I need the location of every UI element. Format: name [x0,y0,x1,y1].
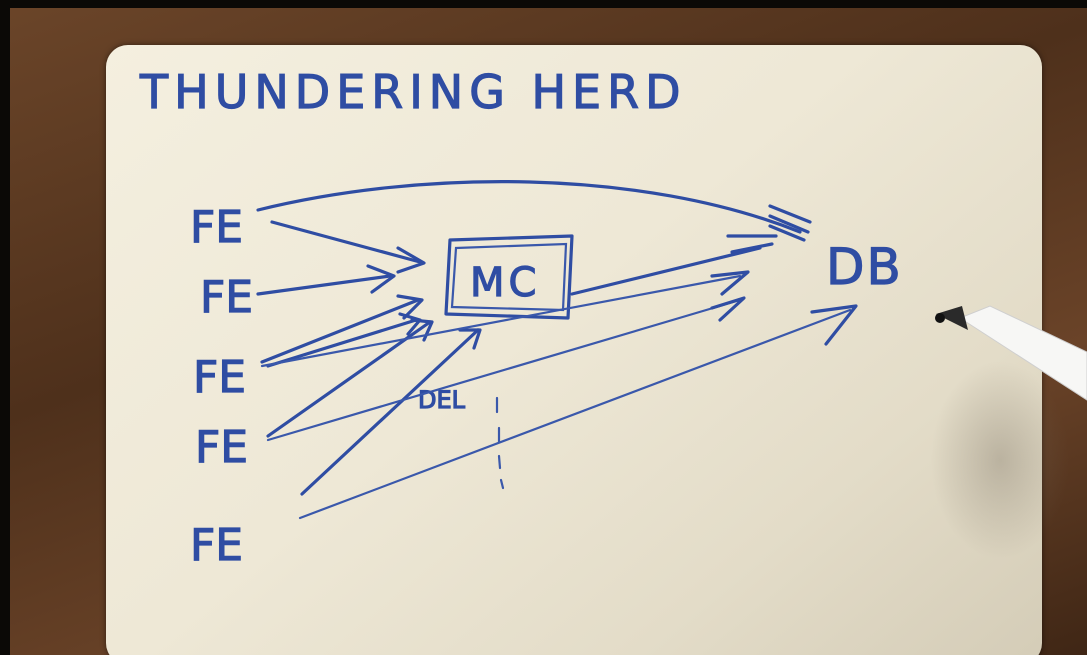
arrow-mc-db [570,246,762,296]
hand-shadow [930,360,1070,560]
arrow-fe2-mc [256,274,392,296]
arrow-fe1-db [256,180,802,234]
fe-label-5: FE [190,520,243,571]
video-left-border [0,0,10,655]
arrow-fe4-db [266,298,742,442]
arrowhead-fe5-db [810,304,858,346]
marker-pen-icon [935,305,1087,401]
arrowhead-fe5-mc [458,328,482,350]
arrow-fe5-mc [300,328,480,496]
arrowhead-fe4-db [710,296,746,322]
arrowhead-fe3-db [710,270,750,296]
diagram-title: THUNDERING HERD [139,65,687,119]
mc-label: MC [470,260,540,306]
arrowheads-mc-db [726,234,778,254]
arrow-fe1-mc [270,220,422,264]
mc-box [444,234,574,320]
db-label: DB [826,238,903,296]
del-label: DEL [418,386,466,414]
arrowheads-db-top [768,204,812,242]
arrowhead-fe2-mc [366,264,396,294]
arrow-fe3-mc-b [266,318,418,368]
fe-label-4: FE [195,422,248,473]
del-dotted-line [495,396,505,490]
fe-label-2: FE [200,272,253,323]
arrow-fe3-db [260,274,742,368]
arrow-fe5-db [298,308,852,520]
arrow-fe3-mc-a [260,298,420,364]
fe-label-3: FE [193,352,246,403]
fe-label-1: FE [190,202,243,253]
arrow-fe4-mc [266,320,432,438]
arrowhead-fe1-mc [396,246,426,274]
video-top-border [0,0,1087,8]
